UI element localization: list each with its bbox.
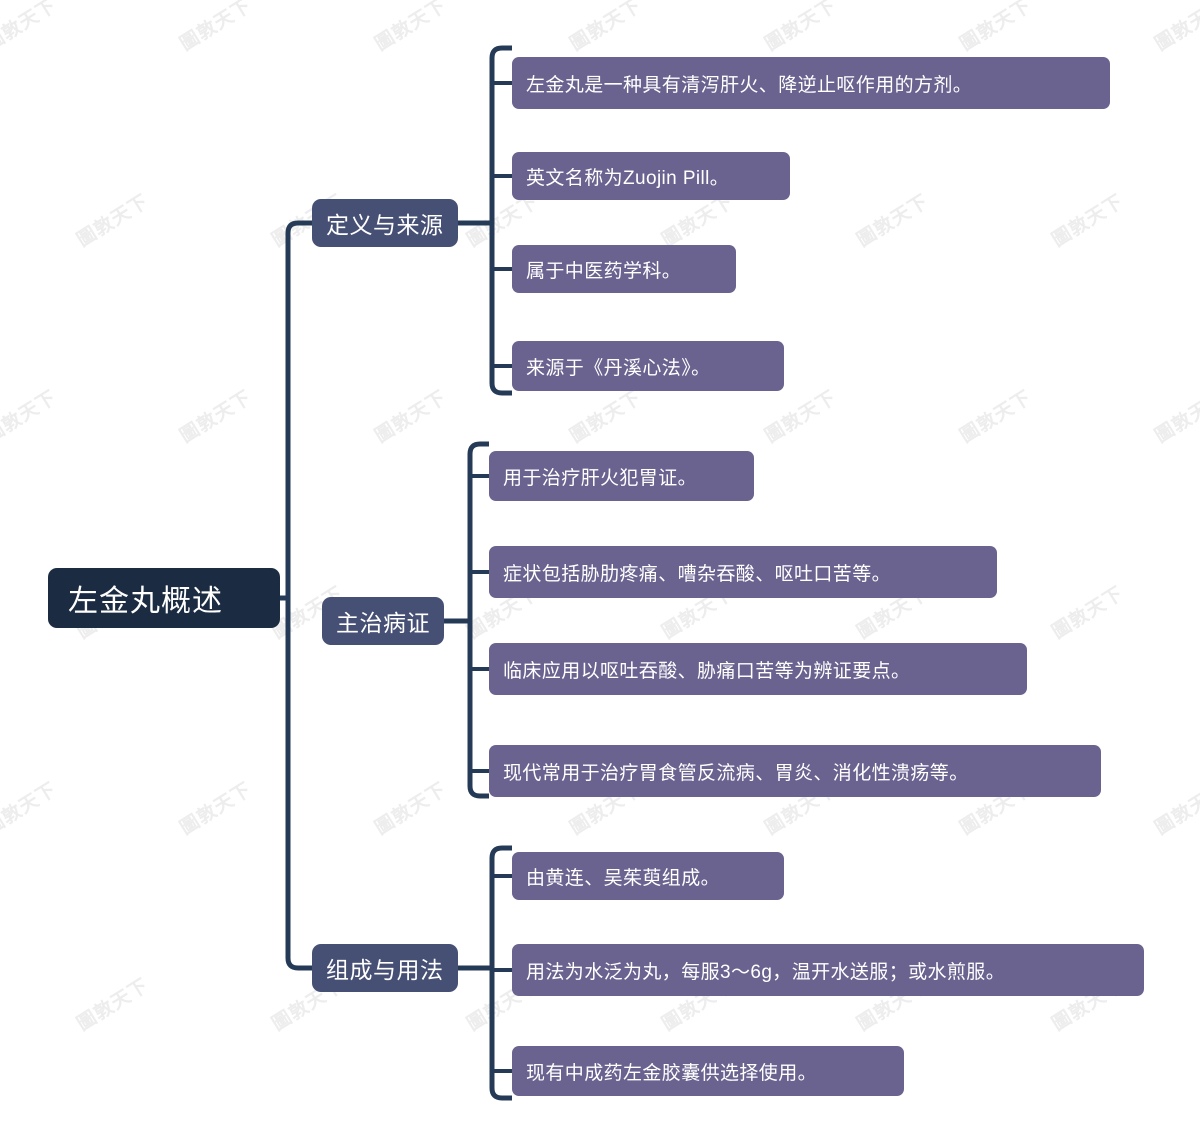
leaf-node[interactable]: 属于中医药学科。: [512, 245, 736, 293]
leaf-node[interactable]: 症状包括胁肋疼痛、嘈杂吞酸、呕吐口苦等。: [489, 546, 997, 598]
leaf-node[interactable]: 由黄连、吴茱萸组成。: [512, 852, 784, 900]
leaf-node[interactable]: 临床应用以呕吐吞酸、胁痛口苦等为辨证要点。: [489, 643, 1027, 695]
leaf-node[interactable]: 用于治疗肝火犯胃证。: [489, 451, 754, 501]
leaf-node[interactable]: 现有中成药左金胶囊供选择使用。: [512, 1046, 904, 1096]
leaf-node[interactable]: 英文名称为Zuojin Pill。: [512, 152, 790, 200]
branch-node-indications[interactable]: 主治病证: [322, 597, 444, 645]
leaf-node[interactable]: 现代常用于治疗胃食管反流病、胃炎、消化性溃疡等。: [489, 745, 1101, 797]
branch-node-composition-usage[interactable]: 组成与用法: [312, 944, 458, 992]
root-node[interactable]: 左金丸概述: [48, 568, 280, 628]
leaf-node[interactable]: 左金丸是一种具有清泻肝火、降逆止呕作用的方剂。: [512, 57, 1110, 109]
leaf-node[interactable]: 来源于《丹溪心法》。: [512, 341, 784, 391]
leaf-node[interactable]: 用法为水泛为丸，每服3～6g，温开水送服；或水煎服。: [512, 944, 1144, 996]
branch-node-definition-source[interactable]: 定义与来源: [312, 199, 458, 247]
